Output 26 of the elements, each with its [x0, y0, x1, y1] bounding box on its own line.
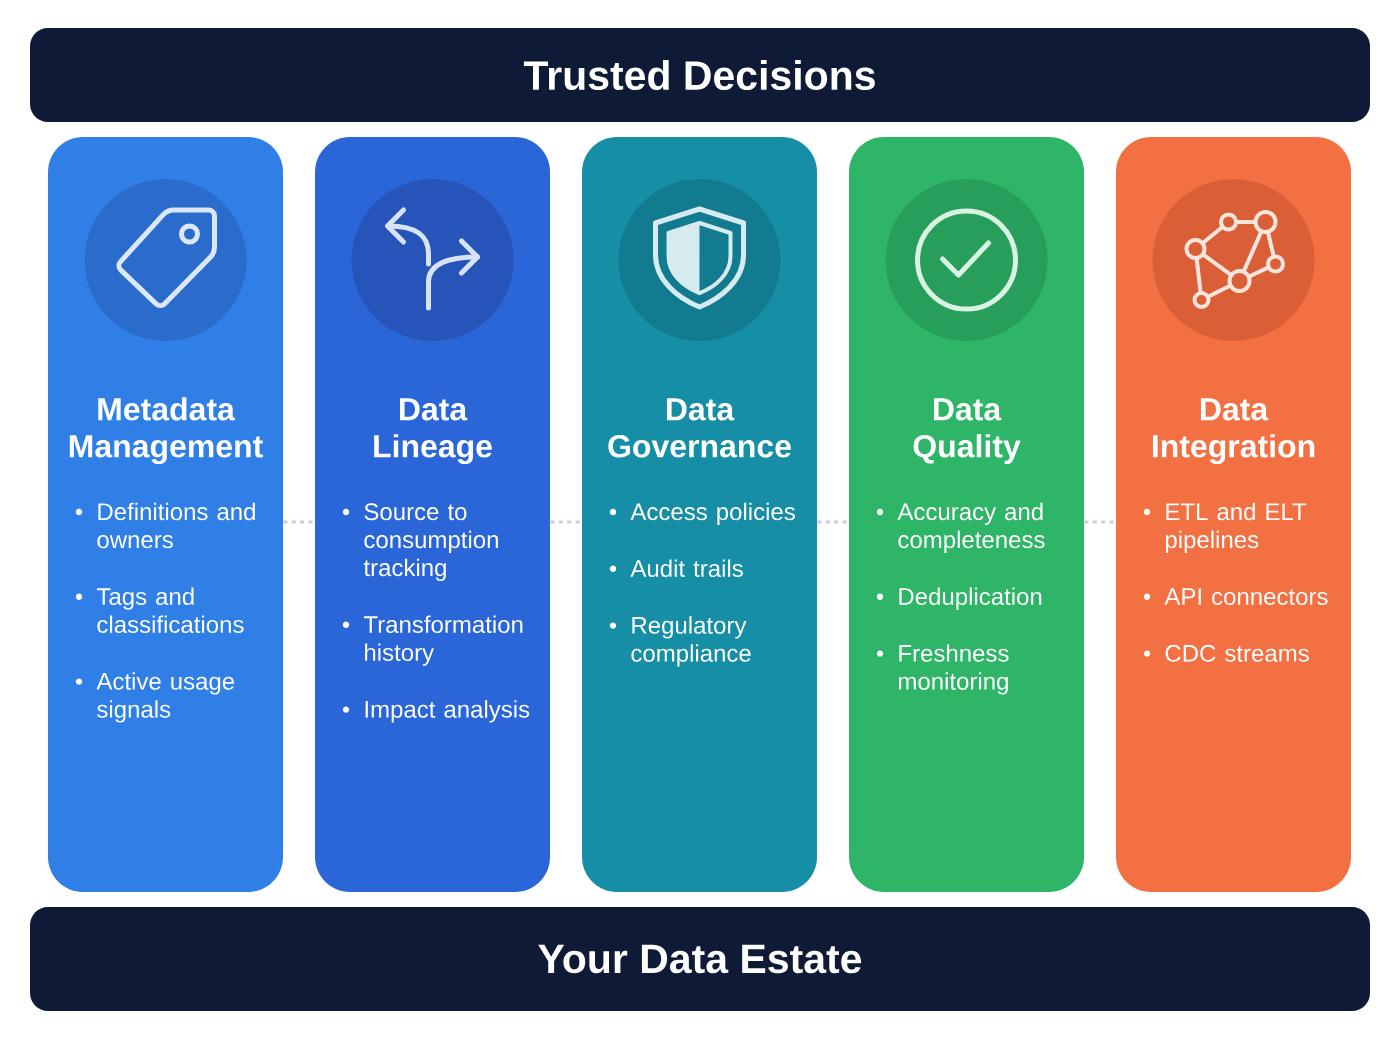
dotted-connector: [1084, 520, 1116, 524]
bullet-text: API connectors: [1164, 588, 1328, 606]
pillar-heading: Metadata Management: [69, 397, 263, 465]
bullet-text: Audit trails: [630, 559, 743, 578]
bullet-text: Transformation history: [363, 615, 523, 666]
pillar-heading: Data Quality: [913, 398, 1021, 464]
banner: Your Data Estate: [30, 907, 1370, 1011]
bullet-text: Impact analysis: [365, 700, 530, 723]
dotted-connector: [817, 520, 849, 524]
bullet-text: Source to consumption tracking: [363, 503, 498, 581]
bullet-text: Freshness monitoring: [899, 644, 1009, 695]
banner: Trusted Decisions: [30, 28, 1370, 122]
pillar-heading: Data Governance: [608, 398, 791, 458]
bullet-text: Accuracy and completeness: [897, 502, 1045, 553]
bullet-text: Regulatory compliance: [631, 616, 751, 667]
dotted-connector: [283, 520, 315, 524]
bullet-text: Tags and classifications: [96, 587, 244, 634]
bullet-text: ETL and ELT pipelines: [1165, 502, 1307, 553]
dotted-connector: [550, 520, 582, 524]
bullet-text: Deduplication: [899, 587, 1042, 610]
bullet-text: Active usage signals: [96, 672, 235, 723]
pillar-heading: Data Integration: [1153, 398, 1315, 465]
pillar-heading: Data Lineage: [374, 398, 492, 465]
bullet-text: Access policies: [630, 502, 795, 525]
bullet-text: CDC streams: [1165, 644, 1309, 662]
bullet-text: Definitions and owners: [97, 502, 255, 549]
